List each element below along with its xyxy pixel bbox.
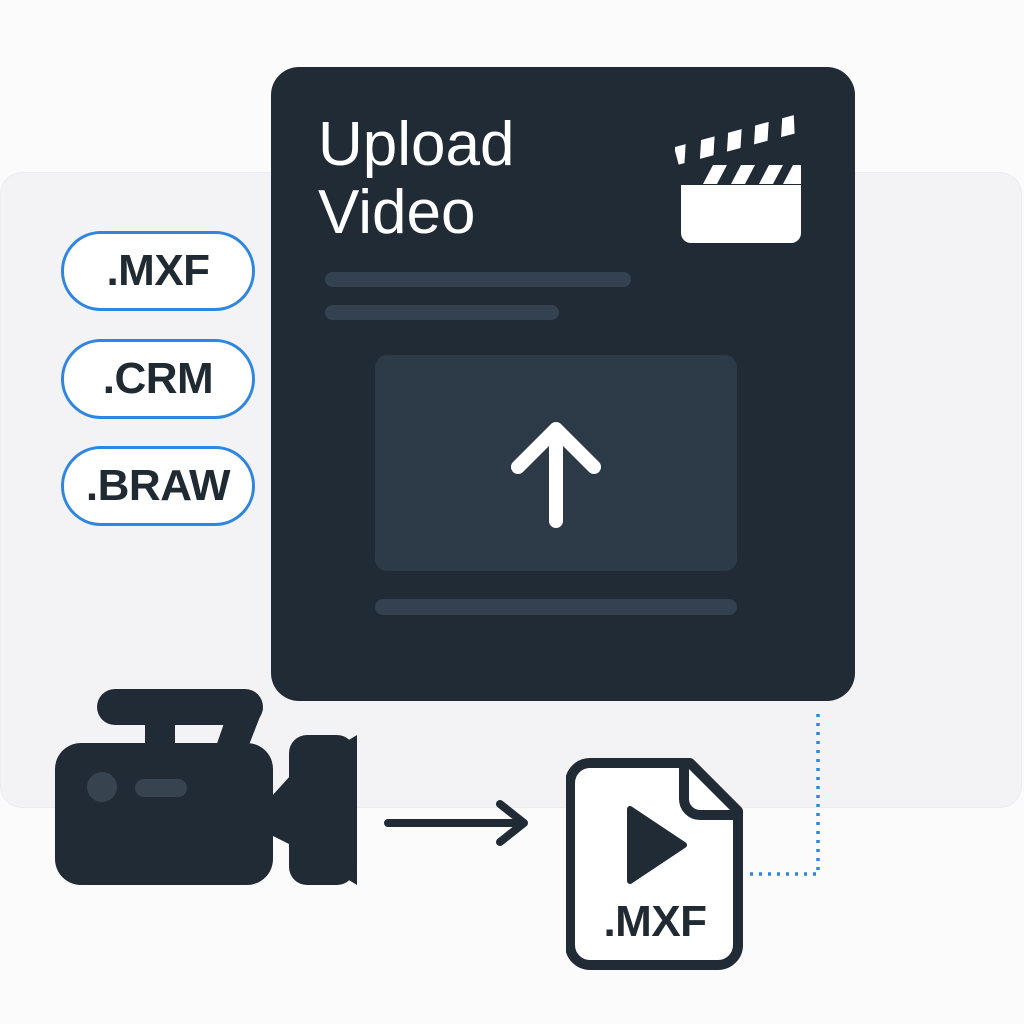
upload-dropzone[interactable] (375, 355, 737, 571)
progress-placeholder (375, 599, 737, 615)
card-title-text: Upload Video (318, 110, 515, 247)
video-file-icon (566, 758, 743, 970)
format-chip-braw[interactable]: .BRAW (61, 446, 255, 526)
output-file[interactable]: .MXF (566, 757, 744, 971)
placeholder-line (325, 272, 631, 287)
right-arrow-icon (384, 800, 528, 846)
upload-arrow-icon (511, 422, 601, 528)
format-chip-mxf[interactable]: .MXF (61, 231, 255, 311)
card-title: Upload Video (318, 111, 618, 247)
placeholder-line (325, 305, 559, 320)
file-extension-label: .MXF (603, 897, 707, 946)
connector-line (750, 714, 820, 876)
format-chip-crm[interactable]: .CRM (61, 339, 255, 419)
video-camera-icon (55, 689, 357, 885)
upload-card: Upload Video (271, 67, 855, 701)
clapperboard-icon (675, 115, 801, 243)
